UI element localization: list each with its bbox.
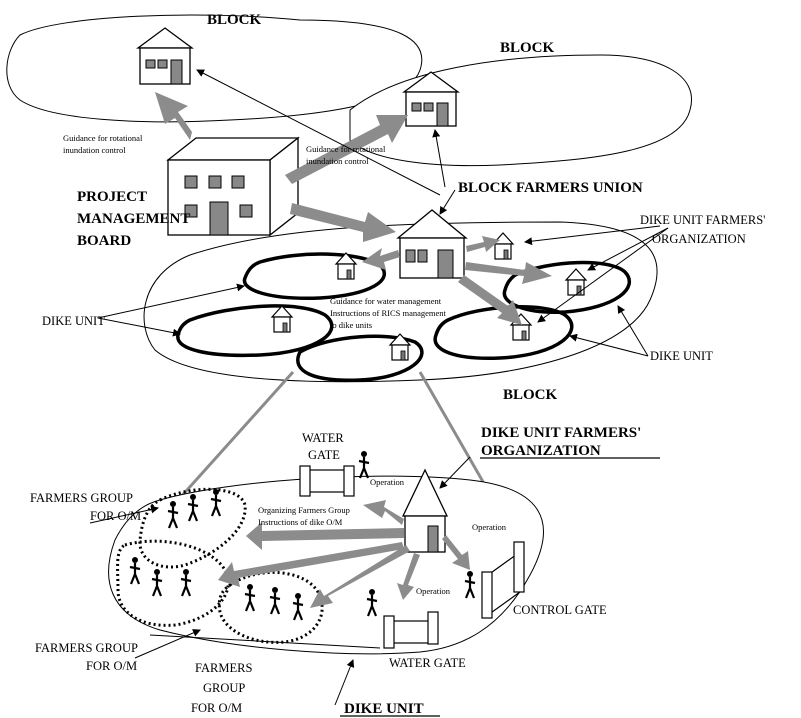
guidance-rotational-right: Guidance for rotational: [306, 144, 386, 154]
farmers-group-label-left: FARMERS GROUP: [35, 641, 138, 655]
block-farmers-union-house-icon: [398, 210, 466, 278]
dike-unit-label-bottom: DIKE UNIT: [344, 701, 424, 717]
guidance-water-management: Instructions of RICS management: [330, 308, 447, 318]
farmers-group-label-center: GROUP: [203, 681, 245, 695]
project-management-board-label: BOARD: [77, 233, 131, 249]
water-gate-top-label: GATE: [308, 448, 340, 462]
operation-label: Operation: [416, 586, 451, 596]
project-management-board-label: PROJECT: [77, 189, 147, 205]
dike-unit-label-right: DIKE UNIT: [650, 349, 713, 363]
water-gate-top-icon: [300, 466, 354, 496]
dike-unit-farmers-org-label-bottom: DIKE UNIT FARMERS': [481, 425, 641, 441]
guidance-water-management: Guidance for water management: [330, 296, 442, 306]
block-title: BLOCK: [500, 40, 555, 56]
block-title: BLOCK: [207, 12, 262, 28]
block-title-middle: BLOCK: [503, 387, 558, 403]
block-farmers-union-label: BLOCK FARMERS UNION: [458, 180, 643, 196]
organizing-farmers-group-label: Instructions of dike O/M: [258, 517, 343, 527]
water-gate-bottom-label: WATER GATE: [389, 656, 466, 670]
farmers-group-label-center: FARMERS: [195, 661, 252, 675]
water-gate-top-label: WATER: [302, 431, 344, 445]
dike-unit-label-left: DIKE UNIT: [42, 314, 105, 328]
operation-label: Operation: [472, 522, 507, 532]
organizing-farmers-group-label: Organizing Farmers Group: [258, 505, 350, 515]
project-management-board-label: MANAGEMENT: [77, 211, 190, 227]
guidance-rotational-right: inundation control: [306, 156, 369, 166]
operation-label: Operation: [370, 477, 405, 487]
dike-unit-farmers-org-label-top: ORGANIZATION: [652, 232, 746, 246]
guidance-water-management: to dike units: [330, 320, 372, 330]
guidance-rotational-left: Guidance for rotational: [63, 133, 143, 143]
farmers-group-label-center: FOR O/M: [191, 701, 242, 715]
guidance-rotational-left: inundation control: [63, 145, 126, 155]
control-gate-label: CONTROL GATE: [513, 603, 607, 617]
dike-unit-farmers-org-label-bottom: ORGANIZATION: [481, 443, 601, 459]
farmers-group-label-left: FOR O/M: [86, 659, 137, 673]
farmers-group-label-top: FARMERS GROUP: [30, 491, 133, 505]
farmers-group-label-top: FOR O/M: [90, 509, 141, 523]
dike-unit-farmers-org-label-top: DIKE UNIT FARMERS': [640, 213, 765, 227]
